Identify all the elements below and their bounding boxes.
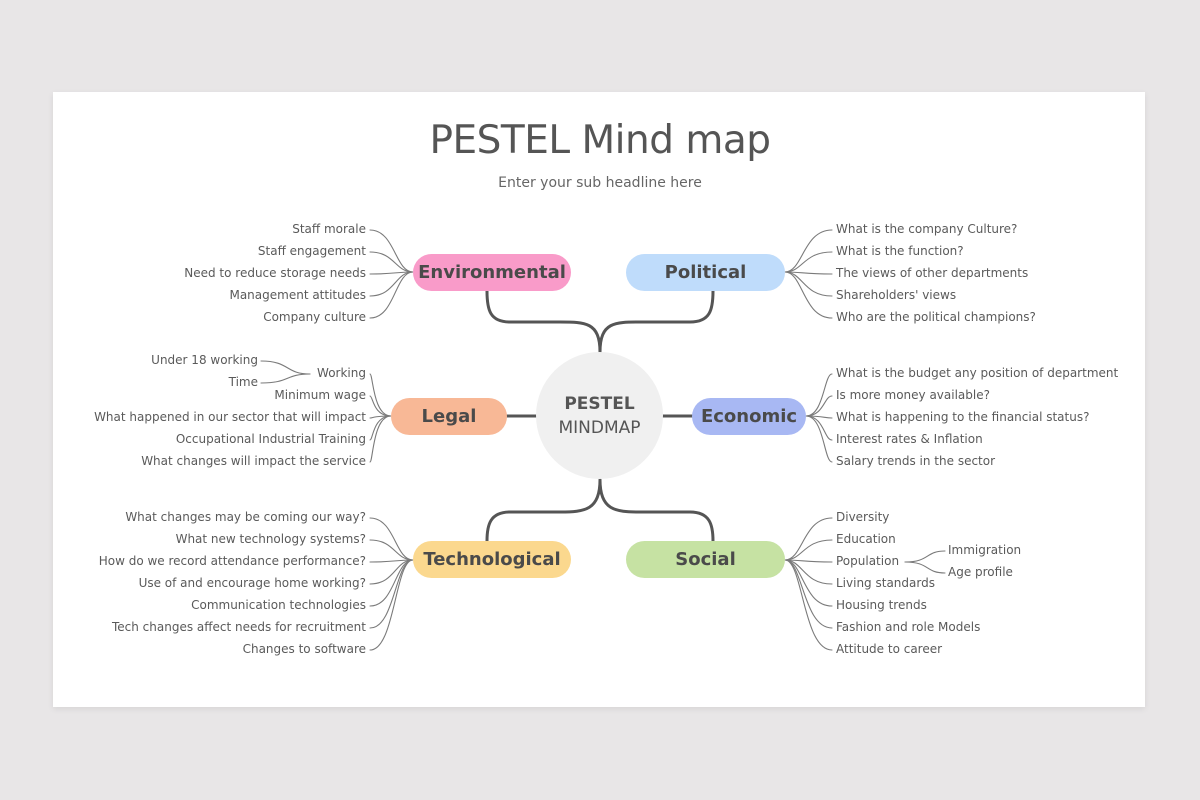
leaf-line-economic: [805, 415, 833, 463]
leaf-environmental[interactable]: Staff engagement: [257, 244, 366, 258]
connector-social: [598, 478, 715, 543]
leaf-line-technological: [369, 559, 414, 629]
leaf-social-population[interactable]: Age profile: [948, 565, 1013, 579]
leaf-line-environmental: [369, 251, 414, 273]
leaf-political[interactable]: The views of other departments: [836, 266, 1029, 280]
leaf-legal[interactable]: Working: [317, 366, 366, 380]
leaf-technological[interactable]: Use of and encourage home working?: [138, 576, 366, 590]
leaf-line-legal: [369, 415, 392, 441]
leaf-economic[interactable]: Interest rates & Inflation: [836, 432, 983, 446]
leaf-line-legal: [369, 373, 392, 417]
leaf-technological[interactable]: What changes may be coming our way?: [125, 510, 366, 524]
page-subtitle: Enter your sub headline here: [498, 175, 702, 191]
branch-economic[interactable]: Economic: [692, 398, 806, 435]
leaf-economic[interactable]: Salary trends in the sector: [836, 454, 996, 468]
leaf-environmental[interactable]: Staff morale: [292, 222, 366, 236]
leaf-line-legal-sub: [260, 373, 311, 384]
branch-technological[interactable]: Technological: [413, 541, 571, 578]
leaf-economic[interactable]: What is the budget any position of depar…: [836, 366, 1119, 380]
center-node[interactable]: PESTEL MINDMAP: [536, 352, 663, 479]
leaf-economic[interactable]: Is more money available?: [836, 388, 990, 402]
leaf-social[interactable]: Fashion and role Models: [836, 620, 981, 634]
leaf-environmental[interactable]: Need to reduce storage needs: [184, 266, 366, 280]
leaf-environmental[interactable]: Management attitudes: [229, 288, 366, 302]
leaf-political[interactable]: What is the company Culture?: [836, 222, 1018, 236]
center-node-title: PESTEL: [564, 393, 635, 414]
leaf-technological[interactable]: What new technology systems?: [175, 532, 366, 546]
leaf-line-environmental: [369, 271, 414, 319]
leaf-social[interactable]: Diversity: [836, 510, 890, 524]
leaf-line-technological: [369, 517, 414, 561]
leaf-line-social: [784, 517, 833, 561]
leaf-social[interactable]: Education: [836, 532, 896, 546]
leaf-line-social-sub: [904, 561, 946, 574]
leaf-social[interactable]: Population: [836, 554, 900, 568]
leaf-line-environmental: [369, 229, 414, 273]
leaf-economic[interactable]: What is happening to the financial statu…: [836, 410, 1090, 424]
branch-social[interactable]: Social: [626, 541, 785, 578]
leaf-line-environmental: [369, 271, 414, 297]
connector-technological: [485, 478, 602, 543]
leaf-line-social: [784, 559, 833, 651]
leaf-social[interactable]: Living standards: [836, 576, 935, 590]
leaf-line-economic: [805, 395, 833, 417]
leaf-social[interactable]: Housing trends: [836, 598, 927, 612]
connector-political: [598, 289, 715, 354]
leaf-line-legal: [369, 415, 392, 463]
leaf-social-population[interactable]: Immigration: [948, 543, 1022, 557]
leaf-legal-working[interactable]: Under 18 working: [151, 353, 258, 367]
leaf-technological[interactable]: Communication technologies: [191, 598, 366, 612]
leaf-line-legal: [369, 395, 392, 417]
leaf-line-political: [784, 271, 833, 297]
leaf-social[interactable]: Attitude to career: [836, 642, 943, 656]
branch-political[interactable]: Political: [626, 254, 785, 291]
connector-environmental: [485, 289, 602, 354]
leaf-line-social: [784, 539, 833, 561]
leaf-technological[interactable]: How do we record attendance performance?: [98, 554, 366, 568]
leaf-political[interactable]: What is the function?: [836, 244, 964, 258]
leaf-political[interactable]: Who are the political champions?: [836, 310, 1036, 324]
leaf-legal[interactable]: What changes will impact the service: [141, 454, 366, 468]
center-node-subtitle: MINDMAP: [558, 417, 641, 438]
leaf-line-technological: [369, 539, 414, 561]
leaf-line-political: [784, 251, 833, 273]
branch-legal[interactable]: Legal: [391, 398, 507, 435]
leaf-legal[interactable]: Minimum wage: [274, 388, 366, 402]
branch-environmental[interactable]: Environmental: [413, 254, 571, 291]
leaf-line-legal-sub: [260, 360, 311, 375]
leaf-legal-working[interactable]: Time: [228, 375, 258, 389]
leaf-line-political: [784, 271, 833, 319]
leaf-technological[interactable]: Changes to software: [242, 642, 366, 656]
page-title: PESTEL Mind map: [429, 118, 771, 163]
leaf-environmental[interactable]: Company culture: [263, 310, 366, 324]
leaf-line-technological: [369, 559, 414, 651]
leaf-line-political: [784, 229, 833, 273]
leaf-political[interactable]: Shareholders' views: [836, 288, 957, 302]
leaf-legal[interactable]: What happened in our sector that will im…: [94, 410, 366, 424]
leaf-legal[interactable]: Occupational Industrial Training: [175, 432, 366, 446]
leaf-line-social-sub: [904, 550, 946, 563]
leaf-line-economic: [805, 373, 833, 417]
leaf-technological[interactable]: Tech changes affect needs for recruitmen…: [111, 620, 366, 634]
